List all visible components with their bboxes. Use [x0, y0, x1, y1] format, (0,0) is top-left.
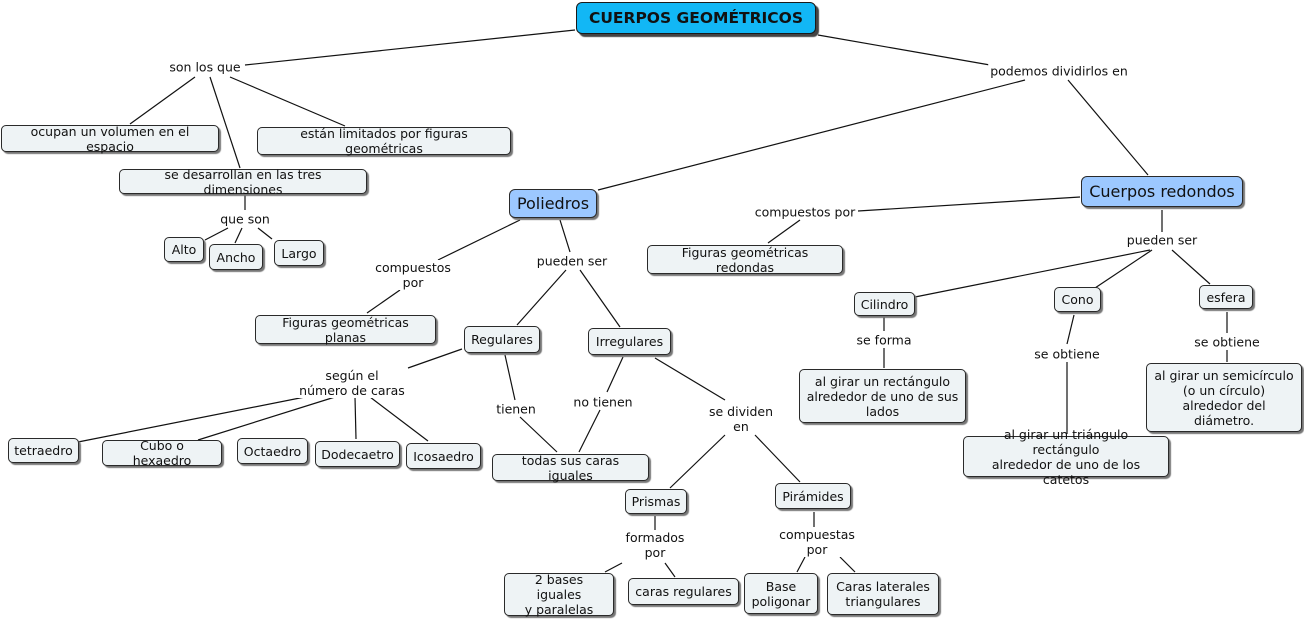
concept-dodecaedro[interactable]: Dodecaetro	[315, 441, 400, 467]
link-tienen: tienen	[494, 401, 538, 417]
concept-octaedro[interactable]: Octaedro	[237, 438, 308, 464]
concept-irregulares[interactable]: Irregulares	[588, 328, 671, 355]
concept-caras-regulares[interactable]: caras regulares	[628, 578, 739, 605]
concept-caras-laterales[interactable]: Caras laterales triangulares	[827, 573, 939, 615]
concept-largo[interactable]: Largo	[274, 240, 324, 266]
concept-limitados[interactable]: están limitados por figuras geométricas	[257, 126, 511, 156]
link-segun-numero-caras: según el número de caras	[297, 368, 407, 398]
link-pueden-ser-poliedros: pueden ser	[534, 253, 610, 269]
concept-poliedros[interactable]: Poliedros	[509, 189, 597, 218]
link-son-los-que: son los que	[167, 59, 243, 75]
link-compuestos-por-poliedros: compuestos por	[373, 260, 453, 290]
concept-bases[interactable]: 2 bases iguales y paralelas	[504, 572, 614, 617]
concept-dimensiones[interactable]: se desarrollan en las tres dimensiones	[119, 167, 367, 197]
link-no-tienen: no tienen	[571, 394, 635, 410]
link-se-dividen-en: se dividen en	[706, 404, 776, 434]
link-formados-por: formados por	[623, 530, 687, 560]
concept-piramides[interactable]: Pirámides	[775, 483, 851, 509]
concept-semicirculo[interactable]: al girar un semicírculo (o un círculo) a…	[1146, 363, 1302, 432]
concept-figuras-planas[interactable]: Figuras geométricas planas	[255, 315, 436, 345]
concept-caras-iguales[interactable]: todas sus caras iguales	[492, 453, 649, 483]
concept-figuras-redondas[interactable]: Figuras geométricas redondas	[647, 245, 843, 275]
concept-ancho[interactable]: Ancho	[209, 244, 263, 270]
concept-triangulo[interactable]: al girar un triángulo rectángulo alreded…	[963, 427, 1169, 487]
link-podemos-dividirlos: podemos dividirlos en	[988, 63, 1130, 79]
title-concept[interactable]: CUERPOS GEOMÉTRICOS	[576, 2, 816, 34]
concept-cubo[interactable]: Cubo o hexaedro	[102, 438, 222, 468]
concept-volumen[interactable]: ocupan un volumen en el espacio	[1, 124, 219, 154]
concept-cuerpos-redondos[interactable]: Cuerpos redondos	[1081, 176, 1243, 207]
link-pueden-ser-redondos: pueden ser	[1124, 232, 1200, 248]
concept-rectangulo[interactable]: al girar un rectángulo alrededor de uno …	[799, 369, 966, 423]
concept-prismas[interactable]: Prismas	[625, 489, 687, 514]
concept-regulares[interactable]: Regulares	[464, 326, 540, 353]
link-se-obtiene-esfera: se obtiene	[1192, 334, 1262, 350]
concept-esfera[interactable]: esfera	[1199, 285, 1253, 309]
concept-cilindro[interactable]: Cilindro	[854, 292, 915, 316]
concept-tetraedro[interactable]: tetraedro	[8, 438, 79, 463]
link-se-forma: se forma	[854, 332, 914, 348]
link-compuestos-por-redondos: compuestos por	[752, 204, 858, 220]
link-compuestas-por: compuestas por	[777, 527, 857, 557]
concept-cono[interactable]: Cono	[1054, 287, 1101, 312]
link-se-obtiene-cono: se obtiene	[1032, 346, 1102, 362]
concept-base-poligonar[interactable]: Base poligonar	[744, 573, 818, 614]
link-que-son: que son	[218, 211, 272, 227]
concept-alto[interactable]: Alto	[164, 237, 204, 262]
concept-icosaedro[interactable]: Icosaedro	[406, 443, 481, 469]
